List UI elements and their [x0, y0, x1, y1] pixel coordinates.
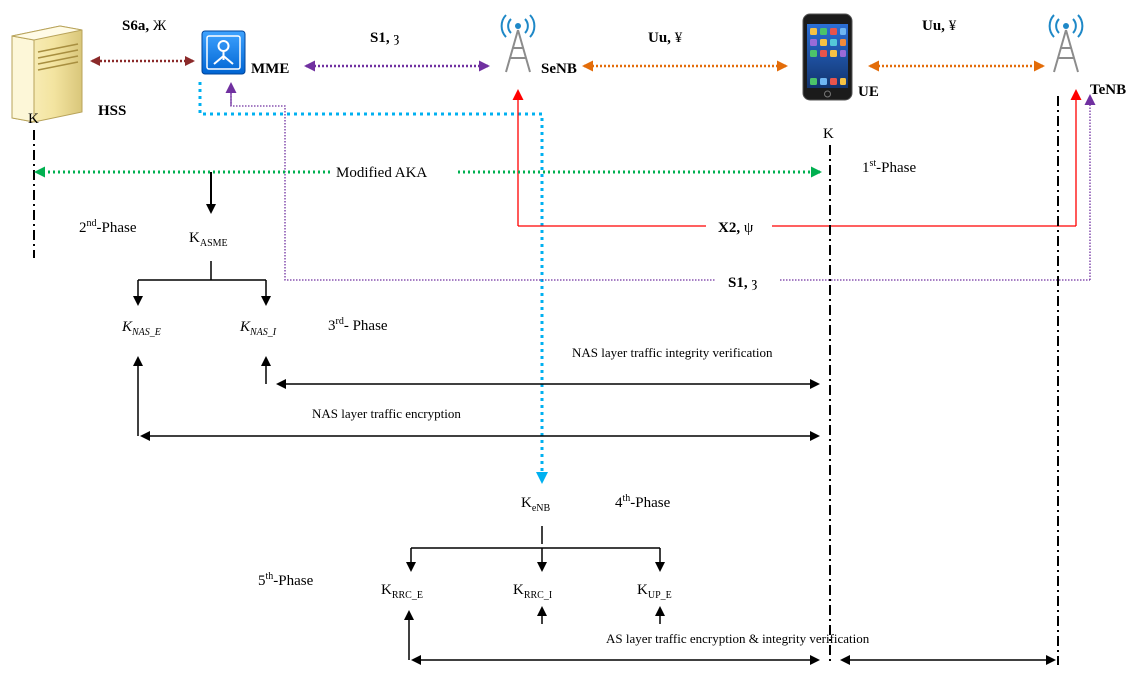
uu-left-label: Uu, ¥: [648, 30, 683, 46]
hss-server-icon: [11, 25, 83, 123]
phase-3-label: 3rd- Phase: [328, 316, 388, 334]
senb-tower-icon: [500, 14, 536, 73]
mme-label: MME: [251, 61, 289, 77]
mme-router-icon: [201, 30, 246, 75]
k-right-label: K: [823, 126, 834, 142]
phase-5-label: 5th-Phase: [258, 571, 314, 589]
uu-right-label: Uu, ¥: [922, 18, 957, 34]
ue-phone-icon: [802, 13, 853, 101]
nas-integrity-label: NAS layer traffic integrity verification: [572, 345, 773, 360]
s6a-link-label: S6a, Ж: [122, 18, 167, 34]
kenb-label: KeNB: [521, 495, 551, 514]
kasme-label: KASME: [189, 230, 228, 249]
phase-4-label: 4th-Phase: [615, 493, 671, 511]
s1-lower-label: S1, ȝ: [728, 275, 757, 291]
krrc-e-label: KRRC_E: [381, 582, 423, 601]
senb-label: SeNB: [541, 61, 577, 77]
kenb-derivation-path: [198, 82, 548, 484]
krrc-i-label: KRRC_I: [513, 582, 552, 601]
kup-e-label: KUP_E: [637, 582, 672, 601]
knas-e-label: KNAS_E: [121, 319, 161, 338]
x2-label: X2, ψ: [718, 220, 754, 236]
knas-i-label: KNAS_I: [239, 319, 277, 338]
s1-lower-link-left: [230, 84, 716, 281]
tenb-tower-icon: [1048, 14, 1084, 73]
phase-2-label: 2nd-Phase: [79, 218, 137, 236]
phase-1-label: 1st-Phase: [862, 158, 917, 176]
hss-label: HSS: [98, 103, 126, 119]
tenb-label: TeNB: [1090, 82, 1126, 98]
nas-encryption-label: NAS layer traffic encryption: [312, 406, 461, 421]
s1-top-label: S1, ȝ: [370, 30, 399, 46]
k-left-label: K: [28, 111, 39, 127]
as-layer-label: AS layer traffic encryption & integrity …: [606, 631, 870, 646]
ue-label: UE: [858, 84, 879, 100]
modified-aka-label: Modified AKA: [336, 165, 427, 181]
